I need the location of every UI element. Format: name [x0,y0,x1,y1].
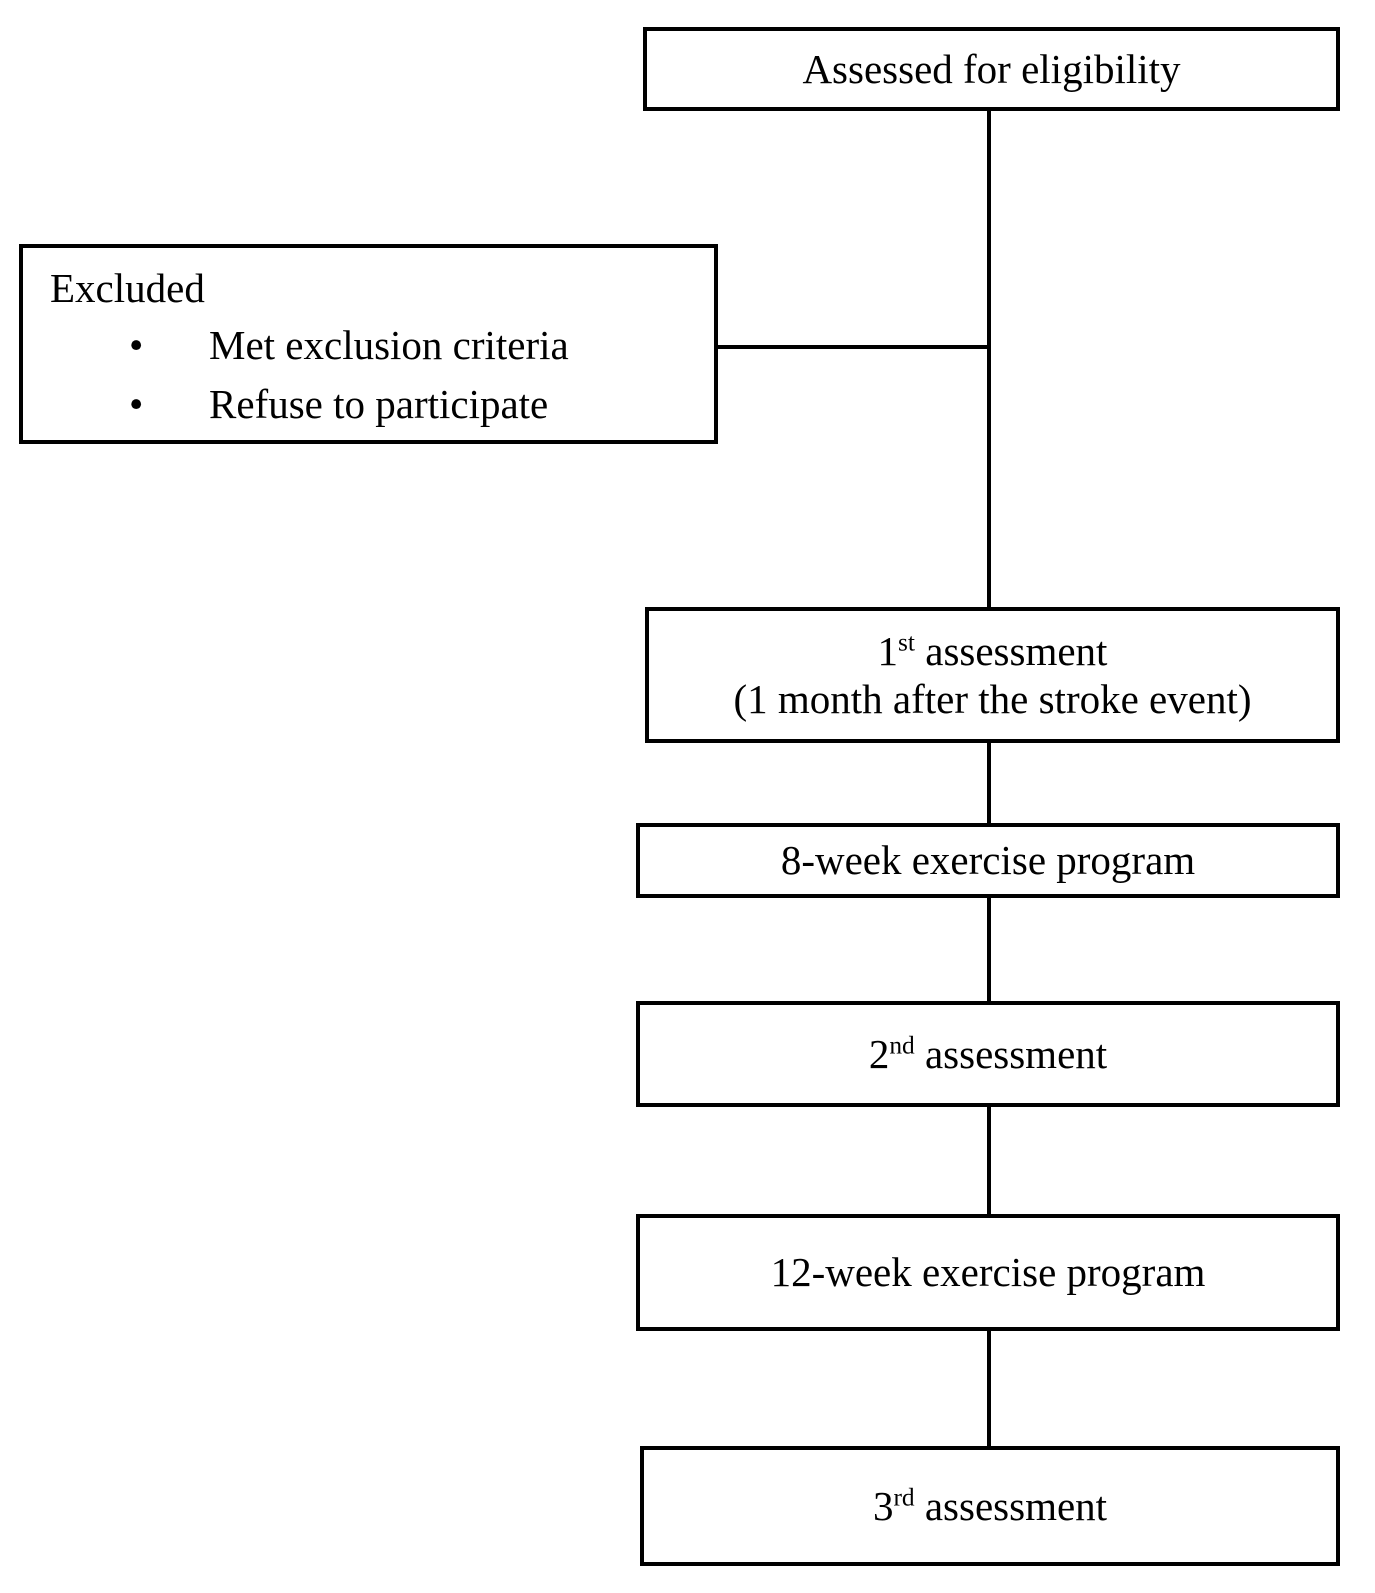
ordinal-number: 3 [872,1482,894,1529]
ordinal-suffix: nd [889,1031,915,1060]
node-excluded: Excluded • Met exclusion criteria • Refu… [19,244,718,444]
node-third-assessment-label: 3rd assessment [873,1482,1107,1530]
ordinal-number: 2 [868,1030,890,1077]
node-excluded-reason-list: • Met exclusion criteria • Refuse to par… [23,316,714,432]
assessment-word: assessment [914,1482,1108,1529]
node-first-assessment: 1st assessment (1 month after the stroke… [645,607,1340,743]
connector-eligibility-to-first-assessment [987,110,991,608]
ordinal-suffix: st [898,627,915,656]
node-assessed-for-eligibility-label: Assessed for eligibility [802,45,1181,92]
assessment-word: assessment [915,627,1108,674]
bullet-icon: • [129,322,144,369]
node-twelve-week-exercise-program: 12-week exercise program [636,1214,1340,1331]
node-second-assessment-label: 2nd assessment [869,1030,1107,1078]
connector-twelve-week-program-to-third-assessment [987,1330,991,1447]
connector-excluded-to-spine [718,345,989,349]
node-eight-week-exercise-program-label: 8-week exercise program [780,837,1196,884]
ordinal-suffix: rd [893,1483,915,1512]
connector-second-assessment-to-twelve-week-program [987,1106,991,1215]
node-twelve-week-exercise-program-label: 12-week exercise program [770,1249,1206,1296]
connector-eight-week-program-to-second-assessment [987,897,991,1002]
connector-first-assessment-to-eight-week-program [987,742,991,824]
node-first-assessment-subtitle: (1 month after the stroke event) [733,676,1252,722]
node-third-assessment: 3rd assessment [640,1446,1340,1566]
node-eight-week-exercise-program: 8-week exercise program [636,823,1340,898]
list-item-label: Refuse to participate [209,380,549,427]
node-first-assessment-label: 1st assessment [878,627,1108,675]
list-item: • Refuse to participate [23,375,714,433]
node-excluded-heading: Excluded [50,265,205,311]
list-item-label: Met exclusion criteria [209,322,569,369]
ordinal-number: 1 [877,627,899,674]
list-item: • Met exclusion criteria [23,316,714,374]
assessment-word: assessment [914,1030,1108,1077]
node-second-assessment: 2nd assessment [636,1001,1340,1107]
bullet-icon: • [129,380,144,427]
node-assessed-for-eligibility: Assessed for eligibility [643,27,1340,111]
